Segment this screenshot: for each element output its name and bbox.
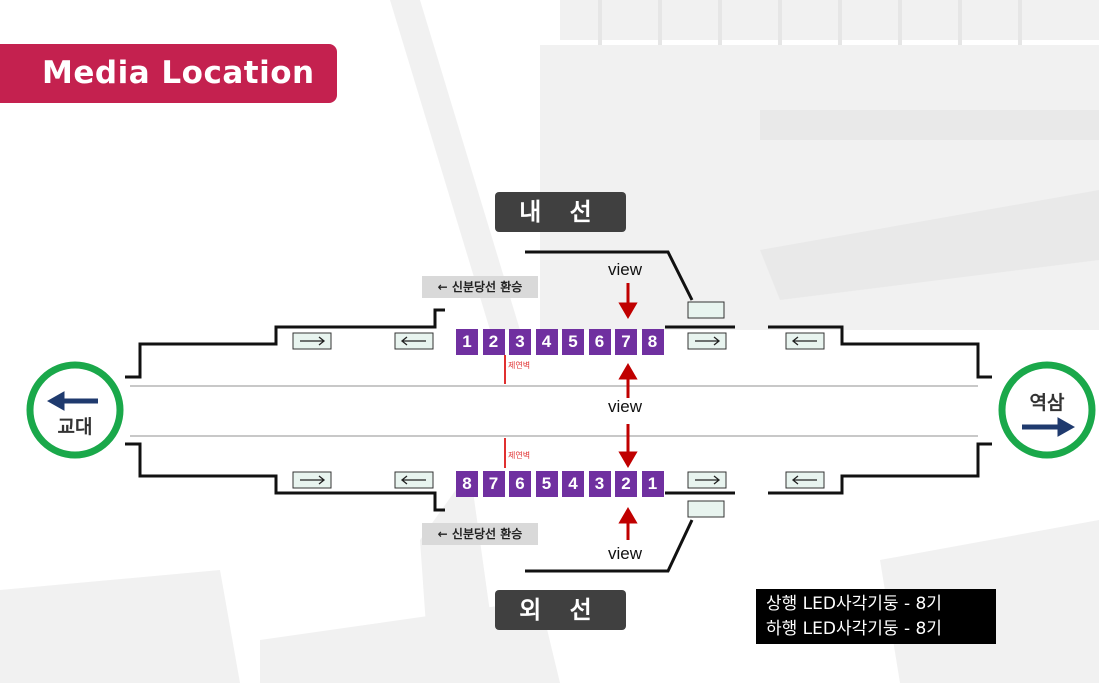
outer-media-box: 6: [509, 471, 531, 497]
outer-media-box: 8: [456, 471, 478, 497]
inner-media-box: 5: [562, 329, 584, 355]
view-label-middle: view: [608, 397, 643, 416]
inner-platform-outline-far-right: [768, 325, 992, 379]
inner-media-box: 2: [482, 329, 505, 355]
inner-platform-outline-upper: [525, 250, 694, 301]
media-legend: 상행 LED사각기둥 - 8기 하행 LED사각기둥 - 8기: [756, 589, 996, 644]
station-ring-right: [998, 361, 1096, 459]
outer-media-box: 2: [615, 471, 637, 497]
inner-media-box: 6: [588, 329, 611, 355]
outer-media-box: 4: [562, 471, 584, 497]
inner-line-label: 내 선: [495, 192, 626, 232]
station-right-name: 역삼: [1029, 392, 1065, 414]
outer-platform-outline-lower: [525, 519, 694, 573]
transfer-label-top: ← 신분당선 환승: [422, 276, 538, 298]
view-label-top: view: [608, 260, 643, 279]
outer-platform-outline-far-right: [768, 442, 992, 495]
outer-line-label: 외 선: [495, 590, 626, 630]
inner-media-box: 7: [615, 329, 637, 355]
outer-media-box: 3: [588, 471, 611, 497]
outer-media-box: 1: [641, 471, 664, 497]
legend-line-2: 하행 LED사각기둥 - 8기: [766, 619, 942, 639]
outer-platform-outline: [125, 442, 445, 512]
view-label-bottom: view: [608, 544, 643, 563]
outer-media-box: 7: [482, 471, 505, 497]
inner-media-box: 1: [456, 329, 478, 355]
outer-media-box: 5: [535, 471, 558, 497]
inner-media-box: 8: [641, 329, 664, 355]
smoke-barrier-label-bottom: 제연벽: [508, 451, 531, 460]
inner-media-box: 4: [535, 329, 558, 355]
escalator-box: [687, 301, 725, 319]
page-title: Media Location: [0, 44, 337, 103]
transfer-label-bottom: ← 신분당선 환승: [422, 523, 538, 545]
legend-line-1: 상행 LED사각기둥 - 8기: [766, 594, 942, 614]
smoke-barrier-label-top: 제연벽: [508, 361, 531, 370]
station-left-name: 교대: [57, 416, 93, 438]
inner-platform-outline: [125, 308, 445, 379]
station-ring-left: [26, 361, 124, 459]
escalator-box: [687, 500, 725, 518]
inner-media-box: 3: [509, 329, 531, 355]
